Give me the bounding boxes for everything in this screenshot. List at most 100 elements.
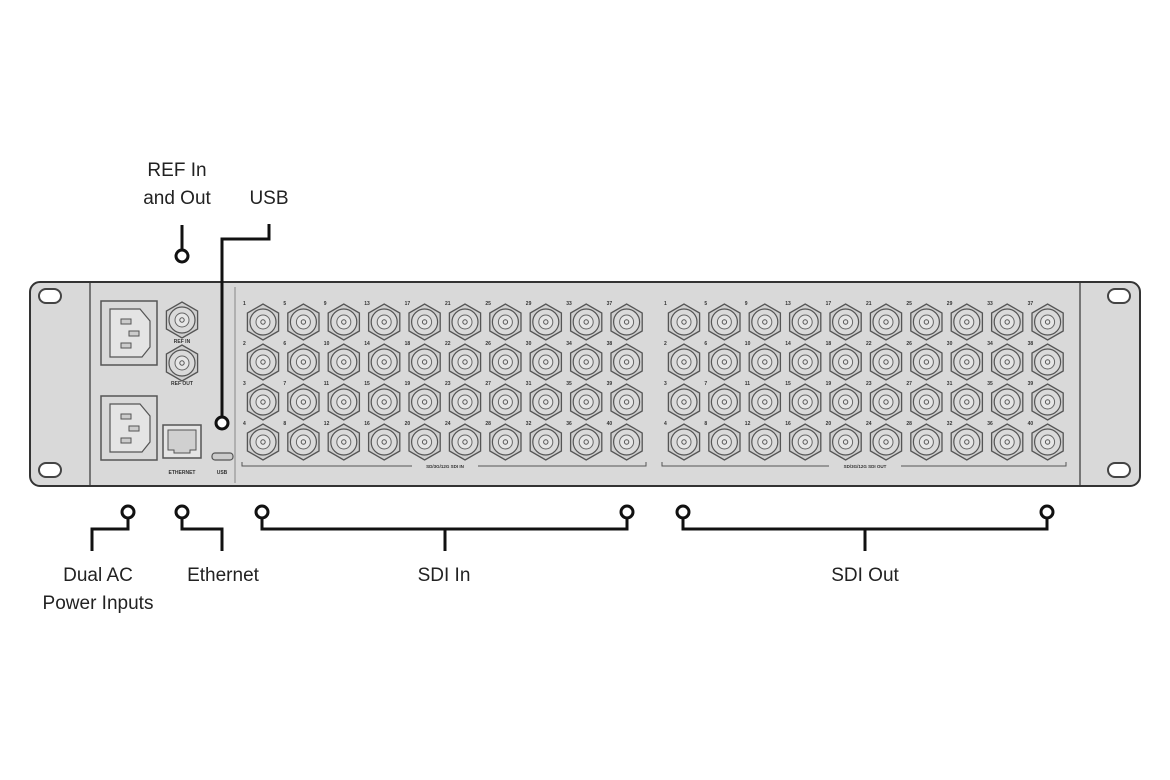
sdi-out-connector-17: 17 <box>826 301 862 341</box>
left-ear-hole-top <box>38 288 62 304</box>
sdi-out-connector-16: 16 <box>785 421 822 461</box>
sdi-out-connector-26: 26 <box>906 341 943 381</box>
sdi-in-connector-13: 13 <box>364 301 401 341</box>
sdi-out-connector-36: 36 <box>987 421 1024 461</box>
sdi-in-connector-28: 28 <box>485 421 522 461</box>
sdi-in-connector-1: 1 <box>243 301 280 341</box>
connector-number: 18 <box>405 341 411 347</box>
sdi-in-connector-7: 7 <box>283 381 320 421</box>
connector-number: 4 <box>243 421 246 427</box>
sdi-in-connector-26: 26 <box>485 341 522 381</box>
connector-number: 10 <box>745 341 751 347</box>
sdi-out-callout-label: SDI Out <box>831 565 899 586</box>
sdi-in-connector-10: 10 <box>324 341 361 381</box>
sdi-in-connector-5: 5 <box>283 301 320 341</box>
connector-number: 26 <box>485 341 491 347</box>
connector-number: 33 <box>566 301 572 307</box>
usb-port <box>211 452 234 461</box>
sdi-in-connector-14: 14 <box>364 341 401 381</box>
connector-number: 29 <box>947 301 953 307</box>
sdi-out-connector-12: 12 <box>745 421 782 461</box>
connector-number: 20 <box>405 421 411 427</box>
connector-number: 7 <box>283 381 286 387</box>
sdi-out-connector-1: 1 <box>664 301 701 341</box>
connector-number: 37 <box>607 301 613 307</box>
callout-ref <box>174 225 190 264</box>
connector-number: 26 <box>906 341 912 347</box>
sdi-out-connector-35: 35 <box>987 381 1024 421</box>
connector-number: 16 <box>364 421 370 427</box>
connector-number: 14 <box>785 341 791 347</box>
sdi-in-connector-34: 34 <box>566 341 603 381</box>
sdi-in-connector-12: 12 <box>324 421 361 461</box>
ref-in-bnc <box>165 301 199 339</box>
callout-sdi-out <box>675 504 1055 551</box>
connector-number: 4 <box>664 421 667 427</box>
sdi-in-connector-8: 8 <box>283 421 320 461</box>
connector-number: 8 <box>704 421 707 427</box>
sdi-in-connector-15: 15 <box>364 381 401 421</box>
sdi-in-connector-37: 37 <box>607 301 643 341</box>
sdi-out-connector-28: 28 <box>906 421 943 461</box>
connector-number: 1 <box>664 301 667 307</box>
connector-number: 9 <box>745 301 748 307</box>
sdi-out-connector-5: 5 <box>704 301 741 341</box>
sdi-out-connector-30: 30 <box>947 341 984 381</box>
connector-number: 20 <box>826 421 832 427</box>
sdi-out-connector-34: 34 <box>987 341 1024 381</box>
ethernet-port <box>162 424 202 459</box>
connector-number: 19 <box>826 381 832 387</box>
connector-number: 25 <box>485 301 491 307</box>
connector-number: 11 <box>324 381 330 387</box>
sdi-out-connector-25: 25 <box>906 301 943 341</box>
power-callout-line1: Dual AC <box>63 565 133 586</box>
callout-usb <box>214 224 271 431</box>
connector-number: 17 <box>826 301 832 307</box>
connector-number: 30 <box>947 341 953 347</box>
ref-callout-line1: REF In <box>147 160 207 181</box>
sdi-in-connector-27: 27 <box>485 381 522 421</box>
sdi-in-connector-20: 20 <box>405 421 441 461</box>
sdi-in-connector-16: 16 <box>364 421 401 461</box>
sdi-in-connector-35: 35 <box>566 381 603 421</box>
ref-out-bnc <box>165 344 199 382</box>
sdi-in-connector-4: 4 <box>243 421 280 461</box>
power-inlet-2 <box>100 395 158 461</box>
connector-number: 32 <box>947 421 953 427</box>
connector-number: 28 <box>906 421 912 427</box>
sdi-out-connector-13: 13 <box>785 301 822 341</box>
ethernet-port-label: ETHERNET <box>169 470 196 476</box>
callout-power <box>90 504 136 551</box>
sdi-out-connector-27: 27 <box>906 381 943 421</box>
connector-number: 14 <box>364 341 370 347</box>
connector-number: 1 <box>243 301 246 307</box>
sdi-out-connector-23: 23 <box>866 381 903 421</box>
connector-number: 5 <box>704 301 707 307</box>
sdi-out-connector-33: 33 <box>987 301 1024 341</box>
sdi-in-connector-25: 25 <box>485 301 522 341</box>
usb-port-label: USB <box>217 470 228 476</box>
ref-callout-line2: and Out <box>143 188 211 209</box>
sdi-out-connector-39: 39 <box>1028 381 1064 421</box>
connector-number: 31 <box>526 381 532 387</box>
sdi-in-callout-label: SDI In <box>417 565 471 586</box>
connector-number: 31 <box>947 381 953 387</box>
connector-number: 35 <box>566 381 572 387</box>
sdi-in-connector-17: 17 <box>405 301 441 341</box>
sdi-out-connector-37: 37 <box>1028 301 1064 341</box>
connector-number: 35 <box>987 381 993 387</box>
connector-number: 18 <box>826 341 832 347</box>
power-inlet-1 <box>100 300 158 366</box>
sdi-out-connector-40: 40 <box>1028 421 1064 461</box>
connector-number: 15 <box>785 381 791 387</box>
connector-number: 27 <box>906 381 912 387</box>
connector-number: 40 <box>607 421 613 427</box>
connector-number: 25 <box>906 301 912 307</box>
sdi-out-connector-11: 11 <box>745 381 782 421</box>
sdi-in-connector-36: 36 <box>566 421 603 461</box>
connector-number: 21 <box>866 301 872 307</box>
connector-number: 9 <box>324 301 327 307</box>
connector-number: 15 <box>364 381 370 387</box>
sdi-in-connector-11: 11 <box>324 381 361 421</box>
